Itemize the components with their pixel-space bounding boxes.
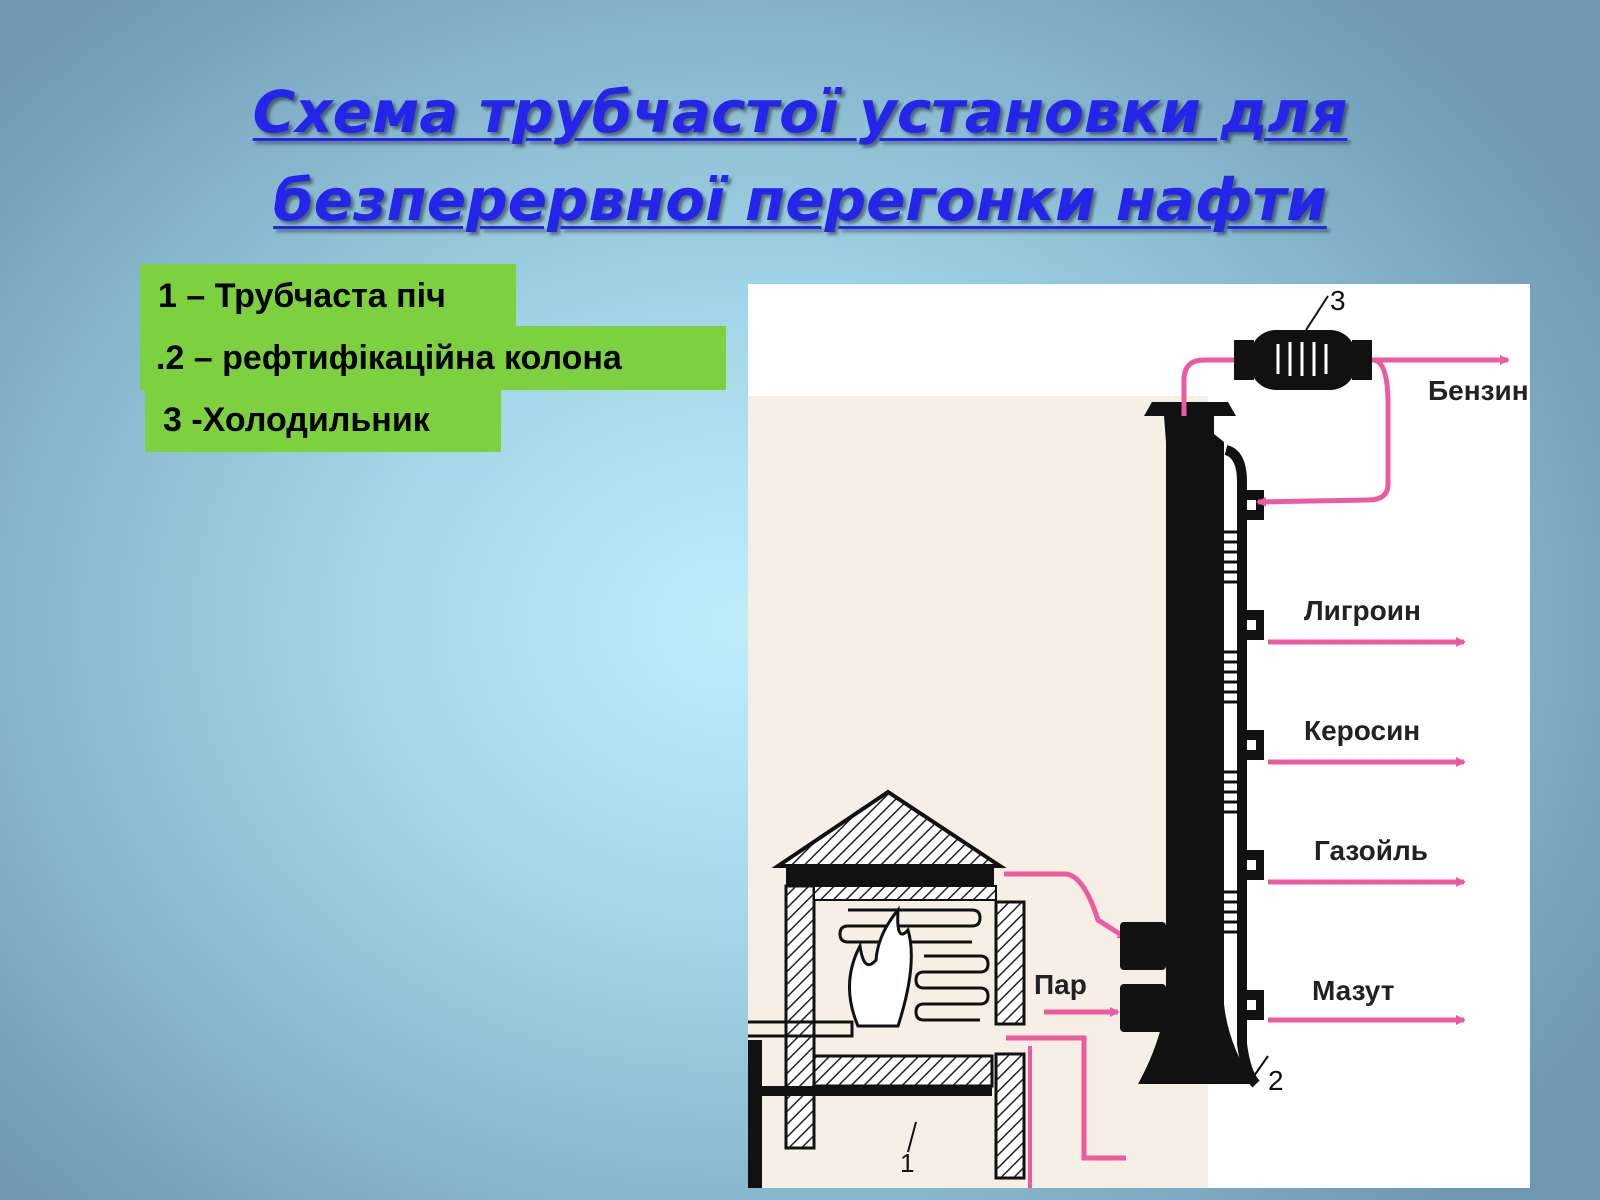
legend-item-furnace: 1 – Трубчаста піч bbox=[140, 264, 516, 328]
furnace-tube-top bbox=[838, 908, 982, 944]
furnace-base-left bbox=[748, 1040, 762, 1188]
column-top-cap bbox=[1144, 402, 1236, 416]
cooler: 3 bbox=[1181, 285, 1510, 507]
legend-item-cooler: 3 -Холодильник bbox=[145, 388, 501, 452]
title-line-2: безперервної перегонки нафти bbox=[273, 166, 1327, 234]
column-outer-wall bbox=[1237, 532, 1260, 1088]
vapor-to-cooler-pipe bbox=[1181, 357, 1236, 416]
column-trays bbox=[1196, 530, 1242, 934]
return-pipe bbox=[1006, 1035, 1126, 1161]
distillation-diagram: 1 Пар 2 bbox=[748, 284, 1530, 1188]
furnace-base bbox=[762, 1086, 992, 1096]
label-3-leader bbox=[1305, 295, 1329, 331]
product-label-benzine: Бензин bbox=[1428, 375, 1529, 406]
part-label-1: 1 bbox=[900, 1148, 914, 1178]
part-label-3: 3 bbox=[1330, 285, 1346, 316]
furnace-left-wall bbox=[784, 884, 816, 1150]
label-2-leader bbox=[1253, 1055, 1269, 1077]
product-label-ligroin: Лигроин bbox=[1304, 595, 1421, 626]
title-line-1: Схема трубчастої установки для bbox=[252, 78, 1348, 146]
reflux-arrow bbox=[1256, 357, 1391, 507]
tube-furnace: 1 bbox=[748, 789, 1026, 1188]
cooler-flange-right bbox=[1352, 340, 1372, 380]
flow-lines: Пар bbox=[1004, 871, 1128, 1188]
product-label-gasoil: Газойль bbox=[1314, 835, 1428, 866]
furnace-floor bbox=[812, 1054, 994, 1088]
flame-icon bbox=[848, 905, 913, 1028]
furnace-right-wall bbox=[994, 900, 1026, 1026]
furnace-ceiling bbox=[813, 885, 997, 901]
product-label-mazut: Мазут bbox=[1312, 975, 1394, 1006]
furnace-flue bbox=[994, 1052, 1026, 1180]
column-right-wall bbox=[1224, 445, 1247, 532]
slide-title: Схема трубчастої установки для безперерв… bbox=[0, 68, 1600, 244]
steam-label: Пар bbox=[1034, 969, 1087, 1000]
cooler-flange-left bbox=[1234, 340, 1254, 380]
furnace-coil bbox=[914, 954, 990, 1022]
product-arrows bbox=[1268, 637, 1466, 1025]
cooler-coil-icon bbox=[1276, 342, 1328, 376]
feed-to-column-arrow bbox=[1004, 871, 1128, 941]
column-body bbox=[1138, 416, 1254, 1084]
fuel-burner-pipe bbox=[748, 1020, 854, 1038]
part-label-2: 2 bbox=[1268, 1065, 1284, 1096]
product-label-kerosene: Керосин bbox=[1304, 715, 1420, 746]
label-1-leader bbox=[907, 1121, 917, 1153]
furnace-eave bbox=[786, 866, 994, 886]
legend-item-column: .2 – рефтифікаційна колона bbox=[140, 326, 726, 390]
